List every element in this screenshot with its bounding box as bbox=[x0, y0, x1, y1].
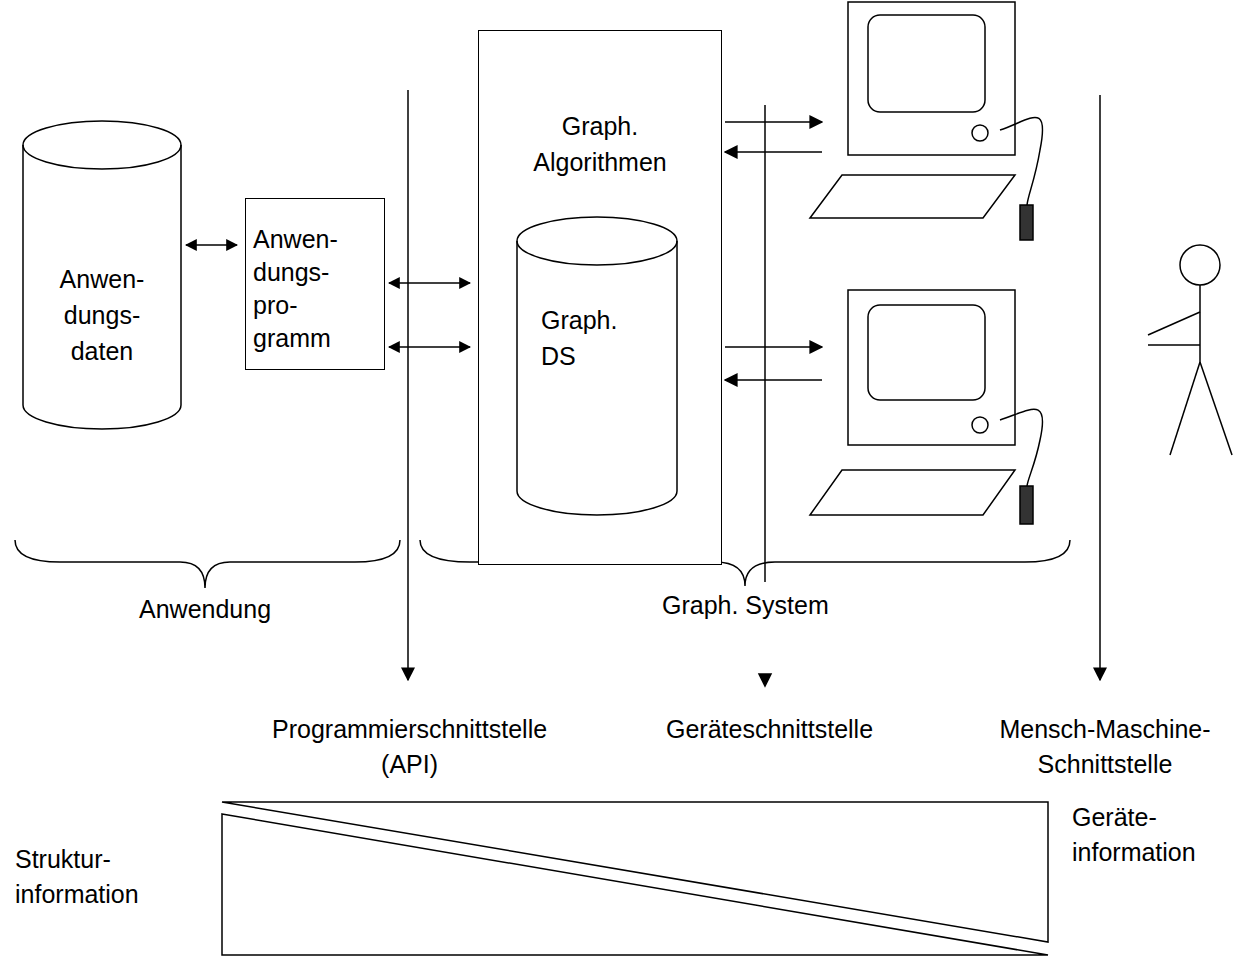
api-line bbox=[407, 90, 409, 680]
hmi-line bbox=[1099, 95, 1101, 680]
cylinder-rim bbox=[23, 145, 181, 169]
interface-label: Geräteschnittstelle bbox=[666, 712, 873, 747]
device-arrowhead bbox=[759, 674, 771, 686]
structure-info-wedge bbox=[222, 814, 1048, 955]
node-text: Graph. Algorithmen bbox=[533, 108, 666, 180]
connector-arrow bbox=[389, 282, 470, 284]
node-text: Graph. DS bbox=[541, 302, 617, 374]
data-store: Graph. DS bbox=[516, 216, 678, 516]
group-label: Anwendung bbox=[139, 592, 271, 627]
node-text: Anwen- dungs- pro- gramm bbox=[253, 223, 338, 355]
device-arrow bbox=[725, 379, 822, 381]
process-box: Anwen- dungs- pro- gramm bbox=[245, 198, 385, 370]
node-text: Anwen- dungs- daten bbox=[60, 261, 145, 369]
device-arrow bbox=[725, 346, 822, 348]
device-line bbox=[764, 105, 766, 582]
cylinder-rim bbox=[517, 241, 677, 265]
brace bbox=[15, 540, 400, 588]
connector-arrow bbox=[389, 346, 470, 348]
cylinder-body bbox=[517, 217, 677, 515]
device-info-wedge bbox=[222, 802, 1048, 942]
axis-label: Struktur- information bbox=[15, 842, 139, 912]
connector-arrow bbox=[186, 244, 237, 246]
interface-label: Mensch-Maschine-Schnittstelle bbox=[985, 712, 1225, 782]
workstation bbox=[810, 290, 1043, 524]
data-store: Anwen- dungs- daten bbox=[22, 120, 182, 430]
device-arrow bbox=[725, 151, 822, 153]
user-figure bbox=[1148, 245, 1232, 455]
cylinder-outline bbox=[516, 216, 678, 516]
system-box: Graph. AlgorithmenGraph. DS bbox=[478, 30, 722, 565]
axis-label: Geräte- information bbox=[1072, 800, 1196, 870]
interface-label: Programmierschnittstelle (API) bbox=[272, 712, 547, 782]
group-label: Graph. System bbox=[662, 588, 829, 623]
cylinder-body bbox=[23, 121, 181, 429]
device-arrow bbox=[725, 121, 822, 123]
workstation bbox=[810, 2, 1043, 240]
